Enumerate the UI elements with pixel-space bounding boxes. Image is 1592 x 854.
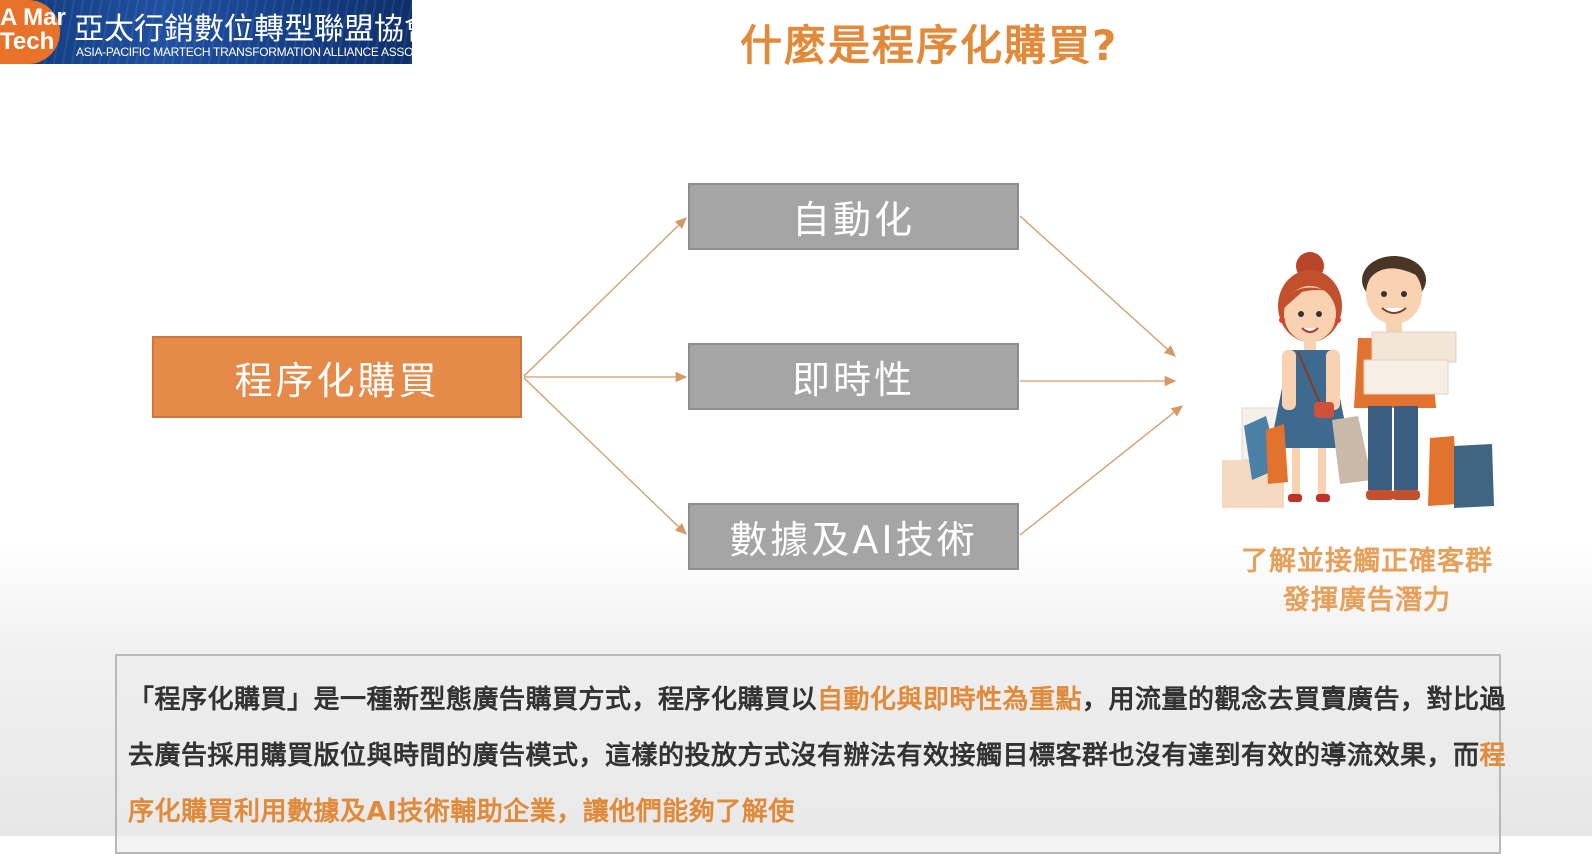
association-name-chinese: 亞太行銷數位轉型聯盟協會 [74,12,412,47]
realtime-box: 即時性 [688,343,1019,410]
shopping-couple-illustration [1222,252,1494,508]
logo-mark-text: A Mar Tech [0,4,66,55]
slide-title: 什麼是程序化購買? [740,21,1119,70]
result-caption: 了解並接觸正確客群 發揮廣告潛力 [1222,542,1512,620]
paragraph-text-2: ，用流量的觀念去買賣廣告，對比過去廣告採用購買版位與時間的廣告模式，這樣的投放方… [128,685,1507,771]
association-name-english: ASIA-PACIFIC MARTECH TRANSFORMATION ALLI… [76,45,412,59]
result-caption-line-1: 了解並接觸正確客群 [1241,546,1493,577]
arrow-automation-to-result [1019,215,1176,357]
flow-arrows [523,215,1184,536]
explanation-box [115,654,1501,854]
logo-background [0,0,412,64]
arrow-data-ai-to-result [1019,405,1184,536]
paragraph-text-1: 「程序化購買」是一種新型態廣告購買方式，程序化購買以 [128,685,818,715]
result-caption-line-2: 發揮廣告潛力 [1283,585,1451,616]
paragraph-highlight-2: 程序化購買利用數據及AI技術輔助企業，讓他們能夠了解使 [128,741,1507,827]
data-ai-box: 數據及AI技術 [688,503,1019,570]
association-logo-banner: A Mar Tech 亞太行銷數位轉型聯盟協會 ASIA-PACIFIC MAR… [0,0,412,64]
amartech-logo-mark [0,0,60,64]
automation-box: 自動化 [688,183,1019,250]
programmatic-buying-box: 程序化購買 [152,336,522,418]
explanation-paragraph: 「程序化購買」是一種新型態廣告購買方式，程序化購買以自動化與即時性為重點，用流量… [128,672,1508,840]
arrow-to-data-ai [523,377,687,535]
arrow-to-automation [523,217,687,377]
paragraph-highlight-1: 自動化與即時性為重點 [817,685,1083,715]
